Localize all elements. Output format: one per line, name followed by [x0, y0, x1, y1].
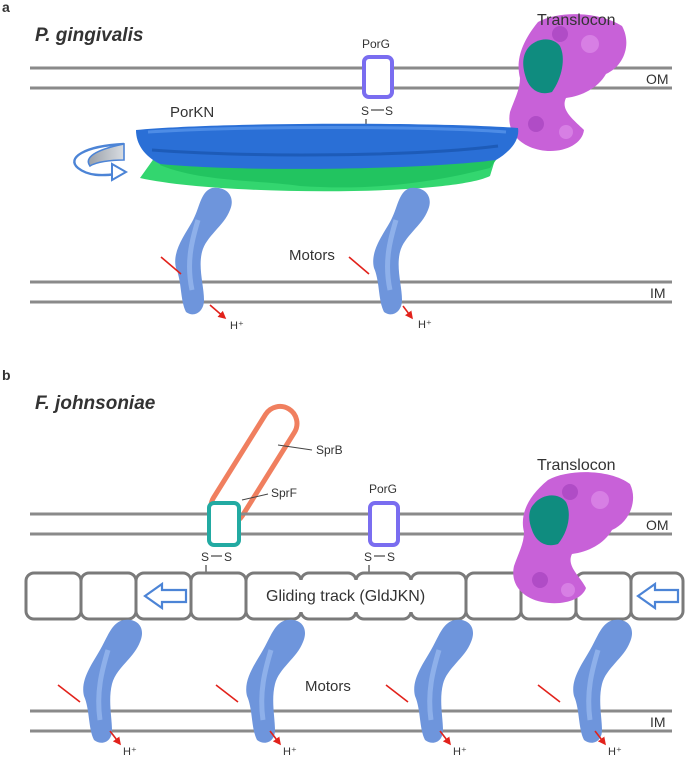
proton-exit-arrow-b-3 — [439, 730, 451, 746]
panel-a-letter: a — [2, 0, 10, 15]
gliding-track-label: Gliding track (GldJKN) — [266, 588, 425, 605]
proton-entry-b-2 — [215, 684, 239, 703]
om-label-a: OM — [646, 71, 669, 87]
proton-entry-b-3 — [385, 684, 409, 703]
proton-entry-a-2 — [348, 256, 370, 275]
translocon-label-b: Translocon — [537, 457, 616, 474]
proton-label-b-4: H⁺ — [608, 746, 622, 758]
disulfide-s-right-b1: S — [224, 550, 232, 564]
translocon-b — [513, 472, 634, 604]
proton-label-b-2: H⁺ — [283, 746, 297, 758]
left-arrow-icon — [143, 581, 188, 611]
proton-label-a-2: H⁺ — [418, 319, 432, 331]
motor-a-1 — [175, 187, 232, 315]
translocon-label-a: Translocon — [537, 12, 616, 29]
im-label-a: IM — [650, 285, 666, 301]
panel-b-letter: b — [2, 367, 11, 383]
proton-exit-arrow-b-2 — [269, 730, 281, 746]
proton-label-a-1: H⁺ — [230, 320, 244, 332]
proton-label-b-3: H⁺ — [453, 746, 467, 758]
motors-label-a: Motors — [289, 247, 335, 264]
motor-b-2 — [246, 619, 306, 743]
left-arrow-icon — [636, 581, 680, 611]
porg-barrel-b — [368, 501, 400, 547]
motors-label-b: Motors — [305, 678, 351, 695]
translocon-a — [509, 14, 627, 152]
proton-label-b-1: H⁺ — [123, 746, 137, 758]
im-label-b: IM — [650, 714, 666, 730]
panel-b-title: F. johnsoniae — [35, 393, 156, 414]
proton-entry-b-1 — [57, 684, 81, 703]
disulfide-s-left-a: S — [361, 104, 369, 118]
proton-entry-b-4 — [537, 684, 561, 703]
proton-exit-arrow-b-1 — [109, 730, 121, 746]
motor-b-3 — [414, 619, 474, 743]
sprf-barrel — [207, 501, 241, 547]
porkn-label: PorKN — [170, 104, 214, 121]
panel-a-title: P. gingivalis — [35, 25, 143, 46]
inner-membrane-a — [30, 280, 672, 304]
proton-entry-a-1 — [160, 256, 182, 275]
disulfide-s-left-b1: S — [201, 550, 209, 564]
disulfide-s-left-b2: S — [364, 550, 372, 564]
sprb-label: SprB — [316, 443, 343, 457]
motor-a-2 — [373, 187, 430, 315]
porg-label-b: PorG — [369, 482, 397, 496]
sprf-label: SprF — [271, 486, 297, 500]
porg-label-a: PorG — [362, 37, 390, 51]
motor-b-4 — [573, 619, 633, 743]
proton-exit-arrow-a-1 — [209, 304, 227, 320]
disulfide-s-right-a: S — [385, 104, 393, 118]
porkn-ring — [136, 123, 519, 192]
rotation-arrow-icon — [73, 142, 129, 182]
motor-b-1 — [83, 619, 143, 743]
porg-barrel-a — [362, 55, 394, 99]
inner-membrane-b — [30, 709, 672, 733]
om-label-b: OM — [646, 517, 669, 533]
proton-exit-arrow-b-4 — [594, 730, 606, 746]
disulfide-s-right-b2: S — [387, 550, 395, 564]
proton-exit-arrow-a-2 — [402, 305, 413, 320]
